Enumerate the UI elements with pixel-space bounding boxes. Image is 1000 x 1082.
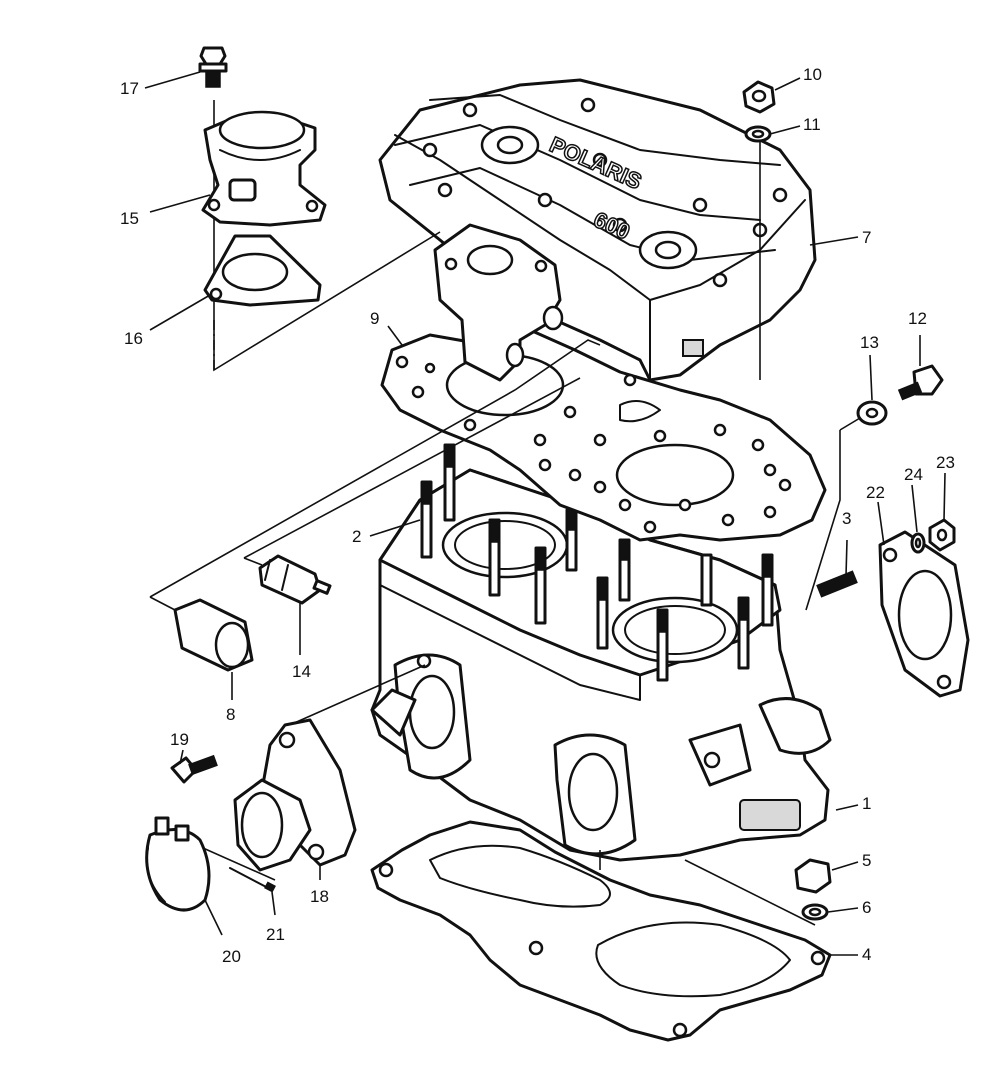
thermostat-bolt (198, 46, 228, 88)
callout-5: 5 (862, 851, 871, 870)
callout-14: 14 (292, 662, 311, 681)
callout-21: 21 (266, 925, 285, 944)
callout-leaders (144, 71, 946, 956)
callout-22: 22 (866, 483, 885, 502)
callout-8: 8 (226, 705, 235, 724)
callout-3: 3 (842, 509, 851, 528)
callout-7: 7 (862, 228, 871, 247)
callout-23: 23 (936, 453, 955, 472)
base-washer (801, 903, 829, 921)
head-gasket (380, 328, 827, 542)
callout-20: 20 (222, 947, 241, 966)
callout-9: 9 (370, 309, 379, 328)
cover-washer (856, 400, 888, 426)
cover-nut-washer (744, 125, 772, 143)
callout-17: 17 (120, 79, 139, 98)
callout-10: 10 (803, 65, 822, 84)
base-nut (794, 858, 832, 894)
callout-19: 19 (170, 730, 189, 749)
plug-cap (173, 598, 254, 672)
callout-6: 6 (862, 898, 871, 917)
callout-18: 18 (310, 887, 329, 906)
intake-flange (233, 718, 357, 872)
exhaust-gasket (878, 530, 970, 698)
callout-11: 11 (803, 115, 821, 134)
callout-13: 13 (860, 333, 879, 352)
callout-numbers: 1 2 3 4 5 6 7 8 9 10 11 12 13 14 15 16 1… (120, 65, 955, 966)
water-outlet-housing (433, 223, 564, 382)
thermostat-gasket (203, 234, 322, 307)
cover-bolt (897, 364, 944, 401)
exhaust-nut (928, 518, 956, 552)
thermostat-cover (201, 110, 327, 227)
callout-16: 16 (124, 329, 143, 348)
callout-2: 2 (352, 527, 361, 546)
callout-12: 12 (908, 309, 927, 328)
hose-clamp (145, 816, 211, 912)
callout-4: 4 (862, 945, 871, 964)
temperature-sensor (258, 554, 332, 605)
callout-24: 24 (904, 465, 923, 484)
cylinder-head-cover: POLARIS 600 (378, 78, 817, 382)
exhaust-washer (910, 532, 926, 554)
clamp-screw (229, 867, 276, 893)
exhaust-stud (816, 570, 858, 598)
callout-1: 1 (862, 794, 871, 813)
cover-nut (742, 80, 776, 114)
callout-15: 15 (120, 209, 139, 228)
cylinder-block (370, 443, 832, 862)
base-gasket (370, 820, 832, 1042)
flange-bolt (170, 754, 218, 784)
